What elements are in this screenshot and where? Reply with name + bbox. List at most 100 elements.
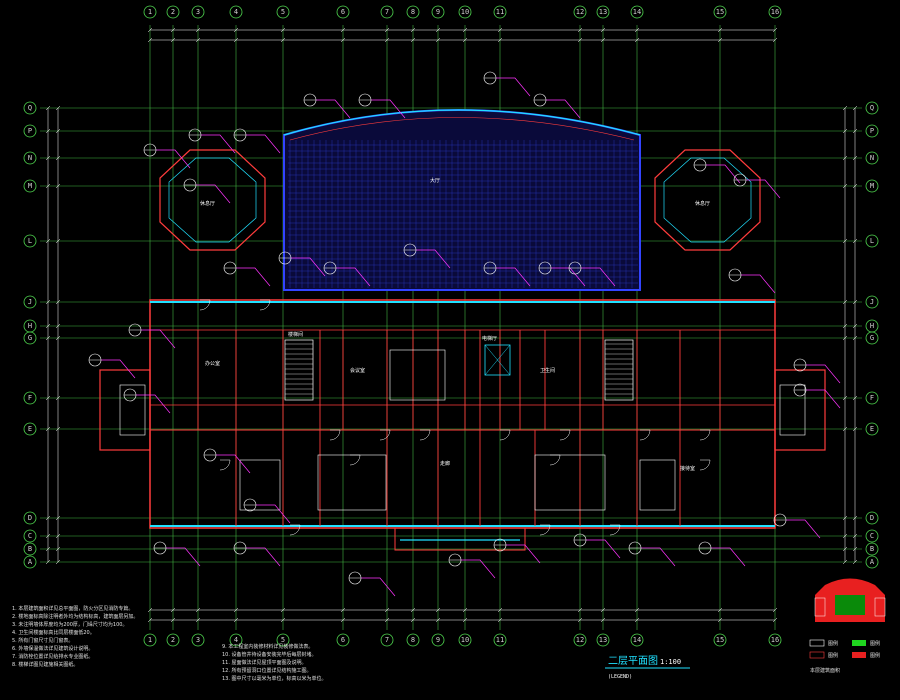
svg-text:3: 3	[196, 636, 200, 644]
grid-bubble: 7	[380, 5, 394, 19]
grid-bubble: L	[23, 234, 37, 248]
svg-text:4. 卫生间楼面标高比同层楼面低20。: 4. 卫生间楼面标高比同层楼面低20。	[12, 629, 95, 636]
annotation-tag	[143, 143, 157, 157]
grid-bubble: 14	[630, 5, 644, 19]
annotation-tag	[793, 358, 807, 372]
grid-bubble: G	[23, 331, 37, 345]
grid-bubble: E	[23, 422, 37, 436]
grid-bubble: L	[865, 234, 879, 248]
grid-bubble: C	[865, 529, 879, 543]
svg-text:13: 13	[599, 636, 607, 644]
svg-text:3: 3	[196, 8, 200, 16]
svg-text:2: 2	[171, 8, 175, 16]
drawing-scale: 1:100	[660, 658, 681, 666]
svg-text:5. 所有门窗尺寸见门窗表。: 5. 所有门窗尺寸见门窗表。	[12, 637, 73, 644]
svg-text:11. 屋面做法详见屋顶平面图及说明。: 11. 屋面做法详见屋顶平面图及说明。	[222, 659, 307, 666]
svg-text:9. 本工程室内装修材料详见装修做法表。: 9. 本工程室内装修材料详见装修做法表。	[222, 643, 313, 650]
svg-text:4: 4	[234, 636, 238, 644]
svg-text:2: 2	[171, 636, 175, 644]
svg-text:E: E	[28, 425, 32, 433]
svg-text:11: 11	[496, 636, 504, 644]
annotation-tag	[628, 541, 642, 555]
svg-text:3. 未注明墙体厚度均为200厚，门垛尺寸均为100。: 3. 未注明墙体厚度均为200厚，门垛尺寸均为100。	[12, 621, 127, 628]
svg-text:6: 6	[341, 8, 345, 16]
svg-text:5: 5	[281, 8, 285, 16]
room-label: 楼梯间	[288, 331, 303, 338]
svg-text:G: G	[28, 334, 32, 342]
svg-text:15: 15	[716, 8, 724, 16]
grid-bubble: M	[865, 179, 879, 193]
room-boxes	[119, 349, 806, 511]
svg-text:图例: 图例	[828, 652, 838, 659]
svg-text:7. 消防栓位置详见给排水专业图纸。: 7. 消防栓位置详见给排水专业图纸。	[12, 653, 93, 660]
annotation-tag	[733, 173, 747, 187]
annotation-tag	[183, 178, 197, 192]
room-label: 休息厅	[200, 200, 215, 207]
svg-text:N: N	[870, 154, 874, 162]
annotation-tag	[123, 388, 137, 402]
svg-text:A: A	[870, 558, 875, 566]
grid-bubble: 13	[596, 633, 610, 647]
grid-bubble: E	[865, 422, 879, 436]
annotation-tag	[573, 533, 587, 547]
grid-bubble: 11	[493, 633, 507, 647]
roof-hatch	[288, 140, 638, 288]
svg-text:D: D	[28, 514, 32, 522]
annotation-tags	[88, 71, 807, 585]
grid-bubbles: 1122334455667788991010111112121313141415…	[23, 5, 879, 647]
room-label: 卫生间	[540, 367, 555, 374]
svg-text:8: 8	[411, 8, 415, 16]
svg-text:9: 9	[436, 8, 440, 16]
svg-text:6: 6	[341, 636, 345, 644]
svg-text:9: 9	[436, 636, 440, 644]
grid-bubble: 2	[166, 5, 180, 19]
svg-text:10. 设备管井待设备安装完毕后每层封堵。: 10. 设备管井待设备安装完毕后每层封堵。	[222, 651, 317, 658]
annotation-tag	[278, 251, 292, 265]
annotation-tag	[188, 128, 202, 142]
grid-bubble: J	[865, 295, 879, 309]
grid-bubble: 3	[191, 633, 205, 647]
grid-bubble: 7	[380, 633, 394, 647]
annotation-tag	[493, 538, 507, 552]
annotation-tag	[403, 243, 417, 257]
grid-bubble: 8	[406, 5, 420, 19]
svg-text:Q: Q	[28, 104, 32, 112]
grid-bubble: 8	[406, 633, 420, 647]
annotation-tag	[128, 323, 142, 337]
svg-text:J: J	[28, 298, 32, 306]
annotation-tag	[773, 513, 787, 527]
svg-text:11: 11	[496, 8, 504, 16]
drawing-title-block: 二层平面图 1:100 (LEGEND)	[605, 655, 690, 680]
svg-text:13. 图中尺寸以毫米为单位，标高以米为单位。: 13. 图中尺寸以毫米为单位，标高以米为单位。	[222, 675, 327, 682]
grid-bubble: 11	[493, 5, 507, 19]
grid-bubble: 5	[276, 5, 290, 19]
grid-bubble: 3	[191, 5, 205, 19]
room-label: 接待室	[680, 465, 695, 472]
svg-text:M: M	[28, 182, 32, 190]
svg-text:A: A	[28, 558, 33, 566]
room-label: 会议室	[350, 367, 365, 374]
svg-text:6. 外墙保温做法详见建筑设计说明。: 6. 外墙保温做法详见建筑设计说明。	[12, 645, 93, 652]
annotation-tag	[88, 353, 102, 367]
grid-bubble: M	[23, 179, 37, 193]
svg-text:1. 本层建筑面积详见总平面图，防火分区见消防专篇。: 1. 本层建筑面积详见总平面图，防火分区见消防专篇。	[12, 605, 133, 612]
annotation-tag	[223, 261, 237, 275]
svg-text:15: 15	[716, 636, 724, 644]
annotation-tag	[303, 93, 317, 107]
svg-text:F: F	[28, 394, 32, 402]
svg-text:H: H	[28, 322, 32, 330]
svg-text:12. 所有预留洞口位置详见结构施工图。: 12. 所有预留洞口位置详见结构施工图。	[222, 667, 312, 674]
annotation-tag	[793, 383, 807, 397]
grid-bubble: 12	[573, 633, 587, 647]
svg-text:L: L	[870, 237, 874, 245]
svg-text:本层建筑面积: 本层建筑面积	[810, 667, 840, 674]
svg-text:13: 13	[599, 8, 607, 16]
svg-text:B: B	[870, 545, 874, 553]
grid-bubble: 15	[713, 5, 727, 19]
annotation-tag	[233, 541, 247, 555]
svg-text:8. 楼梯详图见建施相关图纸。: 8. 楼梯详图见建施相关图纸。	[12, 661, 78, 668]
annotation-tag	[483, 261, 497, 275]
dimension-lines	[45, 27, 858, 623]
svg-text:N: N	[28, 154, 32, 162]
door-swings	[199, 299, 711, 536]
